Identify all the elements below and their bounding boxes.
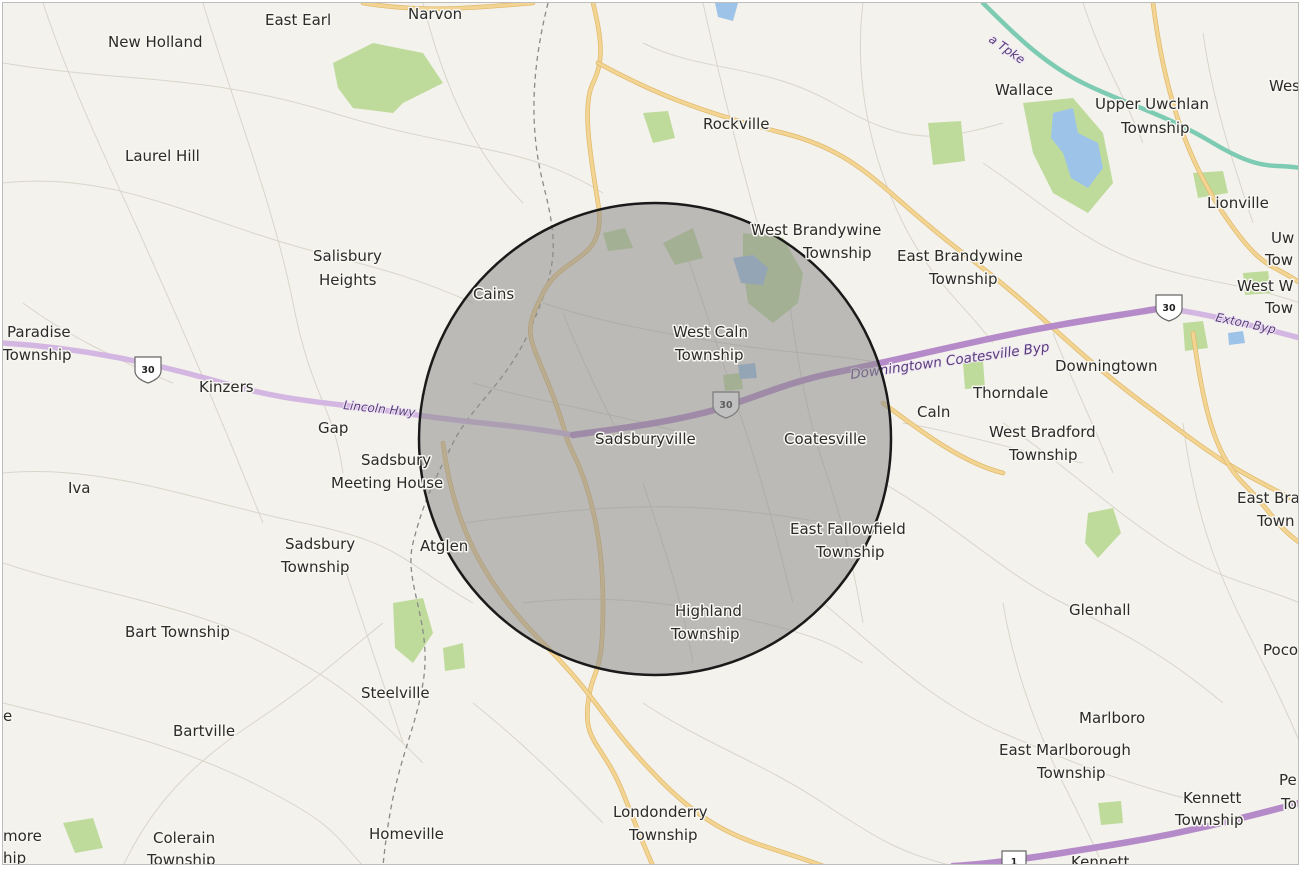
place-labels: New Holland East Earl Narvon Laurel Hill… — [3, 4, 1299, 865]
label-caln: Caln — [917, 403, 950, 421]
label-wes-edge: Wes — [1269, 77, 1299, 95]
label-salisbury-heights-1: Salisbury — [313, 247, 382, 265]
label-pe-edge-1: Pe — [1279, 771, 1297, 789]
label-east-bra-edge-2: Town — [1256, 512, 1295, 530]
label-upper-uwchlan-1: Upper Uwchlan — [1095, 95, 1209, 113]
label-gap: Gap — [318, 419, 348, 437]
label-cains: Cains — [473, 285, 514, 303]
route-shield-us1: 1 — [1001, 850, 1027, 865]
label-marlboro: Marlboro — [1079, 709, 1145, 727]
shield-us30-c-label: 30 — [1162, 303, 1176, 314]
label-east-earl: East Earl — [265, 11, 331, 29]
label-east-bra-edge-1: East Bra — [1237, 489, 1299, 507]
shield-us1-label: 1 — [1011, 857, 1018, 865]
label-colerain-1: Colerain — [153, 829, 215, 847]
label-e-edge: e — [3, 707, 12, 725]
label-east-brandywine-1: East Brandywine — [897, 247, 1023, 265]
label-sadsbury-meeting-1: Sadsbury — [361, 451, 431, 469]
label-east-marlborough-2: Township — [1036, 764, 1106, 782]
label-sadsbury-meeting-2: Meeting House — [331, 474, 443, 492]
route-shield-us30-a: 30 — [134, 356, 162, 384]
label-more-edge-2: hip — [3, 849, 26, 865]
label-kennett: Kennett — [1071, 853, 1129, 865]
label-salisbury-heights-2: Heights — [319, 271, 377, 289]
label-east-fallowfield-1: East Fallowfield — [790, 520, 906, 538]
label-sadsbury-township-1: Sadsbury — [285, 535, 355, 553]
label-bart-township: Bart Township — [125, 623, 230, 641]
label-east-fallowfield-2: Township — [815, 543, 885, 561]
label-west-caln-2: Township — [674, 346, 744, 364]
shield-us30-a-label: 30 — [141, 365, 155, 376]
label-paradise-1: Paradise — [7, 323, 71, 341]
label-narvon: Narvon — [408, 5, 462, 23]
label-west-bradford-1: West Bradford — [989, 423, 1096, 441]
label-atglen: Atglen — [420, 537, 468, 555]
label-uw-edge-1: Uw — [1271, 229, 1294, 247]
label-east-marlborough-1: East Marlborough — [999, 741, 1131, 759]
label-kinzers: Kinzers — [199, 378, 254, 396]
label-homeville: Homeville — [369, 825, 444, 843]
label-highland-2: Township — [670, 625, 740, 643]
label-poco-edge: Poco — [1263, 641, 1298, 659]
label-londonderry-1: Londonderry — [613, 803, 708, 821]
label-west-bradford-2: Township — [1008, 446, 1078, 464]
label-bartville: Bartville — [173, 722, 235, 740]
label-steelville: Steelville — [361, 684, 430, 702]
label-glenhall: Glenhall — [1069, 601, 1131, 619]
label-rockville: Rockville — [703, 115, 769, 133]
label-west-brandywine-1: West Brandywine — [751, 221, 881, 239]
label-pe-edge-2: To — [1280, 795, 1297, 813]
label-uw-edge-2: Tow — [1264, 251, 1293, 269]
label-londonderry-2: Township — [628, 826, 698, 844]
label-highland-1: Highland — [675, 602, 742, 620]
label-downingtown: Downingtown — [1055, 357, 1158, 375]
label-thorndale: Thorndale — [972, 384, 1048, 402]
pa-turnpike — [980, 3, 1298, 170]
label-upper-uwchlan-2: Township — [1120, 119, 1190, 137]
label-more-edge-1: more — [3, 827, 42, 845]
route-shield-us30-c: 30 — [1155, 294, 1183, 322]
label-coatesville: Coatesville — [784, 430, 866, 448]
label-kennett-township-1: Kennett — [1183, 789, 1241, 807]
search-radius-circle[interactable] — [417, 201, 893, 677]
map-canvas[interactable]: 30 30 30 1 Lincoln Hwy Downingtown Coate… — [3, 3, 1299, 865]
label-lionville: Lionville — [1207, 194, 1269, 212]
label-east-brandywine-2: Township — [928, 270, 998, 288]
label-sadsburyville: Sadsburyville — [595, 430, 696, 448]
label-new-holland: New Holland — [108, 33, 203, 51]
label-iva: Iva — [68, 479, 91, 497]
label-west-brandywine-2: Township — [802, 244, 872, 262]
label-sadsbury-township-2: Township — [280, 558, 350, 576]
label-wallace: Wallace — [995, 81, 1053, 99]
label-paradise-2: Township — [3, 346, 72, 364]
label-colerain-2: Township — [146, 851, 216, 865]
label-west-caln-1: West Caln — [673, 323, 748, 341]
label-west-w-edge-2: Tow — [1264, 299, 1293, 317]
label-laurel-hill: Laurel Hill — [125, 147, 200, 165]
label-kennett-township-2: Township — [1174, 811, 1244, 829]
label-west-w-edge-1: West W — [1237, 277, 1294, 295]
